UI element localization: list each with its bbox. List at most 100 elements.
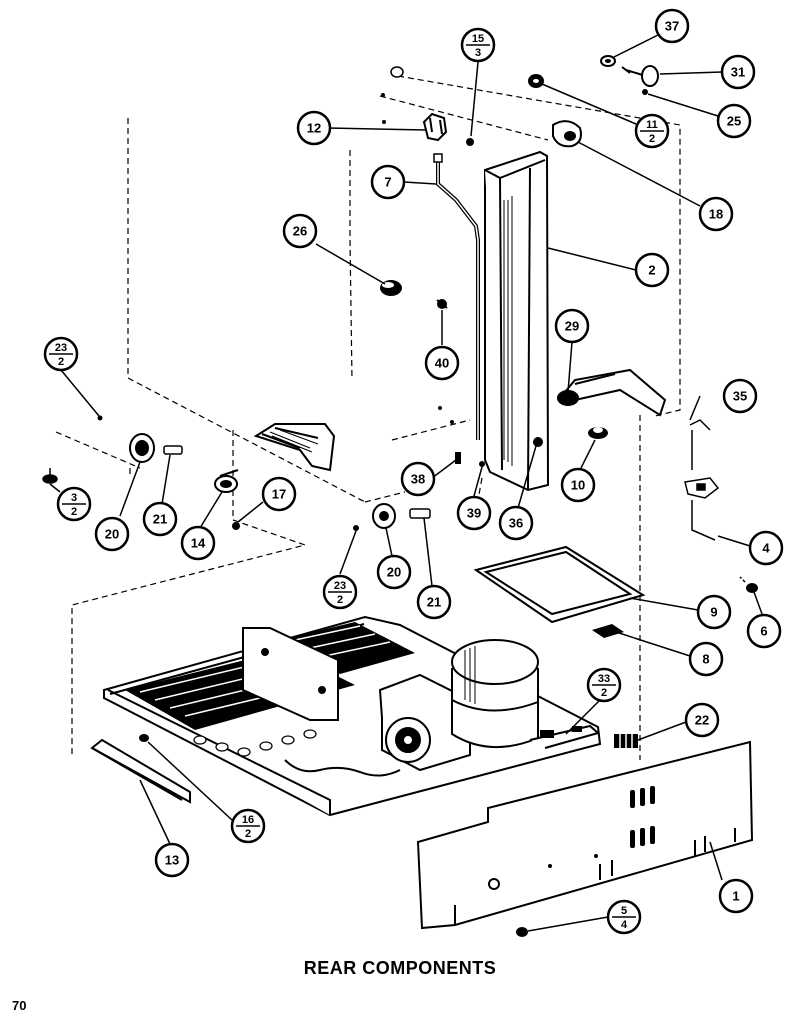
svg-text:36: 36 [509,516,523,531]
svg-text:1: 1 [732,889,739,904]
drain-trough-part [557,368,667,417]
svg-text:35: 35 [733,389,747,404]
wire-clip-part [684,419,720,541]
svg-text:31: 31 [731,65,745,80]
svg-text:20: 20 [105,527,119,542]
screw-part [436,299,448,309]
callout-14: 14 [180,525,216,561]
svg-text:14: 14 [191,536,206,551]
svg-text:16: 16 [242,814,254,826]
callout-21-left: 21 [142,501,178,537]
callout-29: 29 [554,308,590,344]
callout-18: 18 [698,196,734,232]
callout-9: 9 [696,594,732,630]
callout-4: 4 [748,530,784,566]
svg-text:5: 5 [621,905,627,917]
callout-20-left: 20 [94,516,130,552]
callout-23-2-top: 23 2 [43,336,79,372]
callout-1: 1 [718,878,754,914]
svg-text:40: 40 [435,356,449,371]
callout-21-center: 21 [416,584,452,620]
screw-part [540,726,582,738]
svg-text:22: 22 [695,713,709,728]
svg-text:21: 21 [153,512,167,527]
callout-15-3: 15 3 [460,27,496,63]
callout-33-2: 33 2 [586,667,622,703]
callout-36: 36 [498,505,534,541]
screw-part [466,138,474,146]
callout-3-2: 3 2 [56,486,92,522]
svg-text:2: 2 [649,133,655,145]
callout-13: 13 [154,842,190,878]
svg-text:23: 23 [334,580,346,592]
callout-10: 10 [560,467,596,503]
callout-12: 12 [296,110,332,146]
channel-part [484,150,550,492]
callout-17: 17 [261,476,297,512]
svg-text:4: 4 [762,541,770,556]
shroud-part [253,423,336,472]
callout-35: 35 [722,378,758,414]
bolt-part [163,445,183,455]
svg-text:29: 29 [565,319,579,334]
svg-text:2: 2 [245,828,251,840]
svg-text:8: 8 [702,652,709,667]
svg-text:39: 39 [467,506,481,521]
grommet-part [528,74,544,88]
svg-text:13: 13 [165,853,179,868]
svg-text:4: 4 [621,919,628,931]
mount-part [214,469,239,493]
grommet-part [588,427,608,439]
svg-text:3: 3 [71,492,77,504]
svg-text:2: 2 [337,594,343,606]
callout-26: 26 [282,213,318,249]
plug-part [390,66,404,78]
compressor-part [451,639,601,749]
fan-hub-part [129,433,155,463]
screw-part [516,927,528,937]
svg-text:26: 26 [293,224,307,239]
svg-text:21: 21 [427,595,441,610]
svg-text:12: 12 [307,121,321,136]
svg-text:38: 38 [411,472,425,487]
screw-part [739,576,758,593]
clip-part [592,624,624,638]
svg-text:11: 11 [646,119,658,131]
drain-pan-part [473,545,646,624]
svg-text:9: 9 [710,605,717,620]
svg-text:7: 7 [384,175,391,190]
callout-38: 38 [400,461,436,497]
clamp-part [552,120,582,148]
diagram-title: REAR COMPONENTS [303,958,497,978]
clip-part [614,734,638,748]
svg-text:17: 17 [272,487,286,502]
callout-16-2: 16 2 [230,808,266,844]
grommet-part [600,55,616,67]
screw-part [42,468,58,484]
callout-23-2-center: 23 2 [322,574,358,610]
screw-part [139,734,149,742]
bracket-part [242,627,339,721]
callout-20-center: 20 [376,554,412,590]
svg-text:25: 25 [727,114,741,129]
callout-40: 40 [424,345,460,381]
channel-shading [503,196,513,466]
svg-text:18: 18 [709,207,723,222]
callout-39: 39 [456,495,492,531]
callout-8: 8 [688,641,724,677]
svg-text:3: 3 [475,47,481,59]
rear-panel-part [416,740,754,930]
fan-hub-part [372,503,396,529]
rail-part [90,738,191,804]
svg-text:15: 15 [472,33,484,45]
callout-25: 25 [716,103,752,139]
callout-22: 22 [684,702,720,738]
page-number: 70 [12,998,27,1013]
svg-text:23: 23 [55,342,67,354]
callout-11-2: 11 2 [634,113,670,149]
callout-2: 2 [634,252,670,288]
svg-text:2: 2 [58,356,64,368]
bolt-part [409,508,431,519]
svg-text:2: 2 [71,506,77,518]
